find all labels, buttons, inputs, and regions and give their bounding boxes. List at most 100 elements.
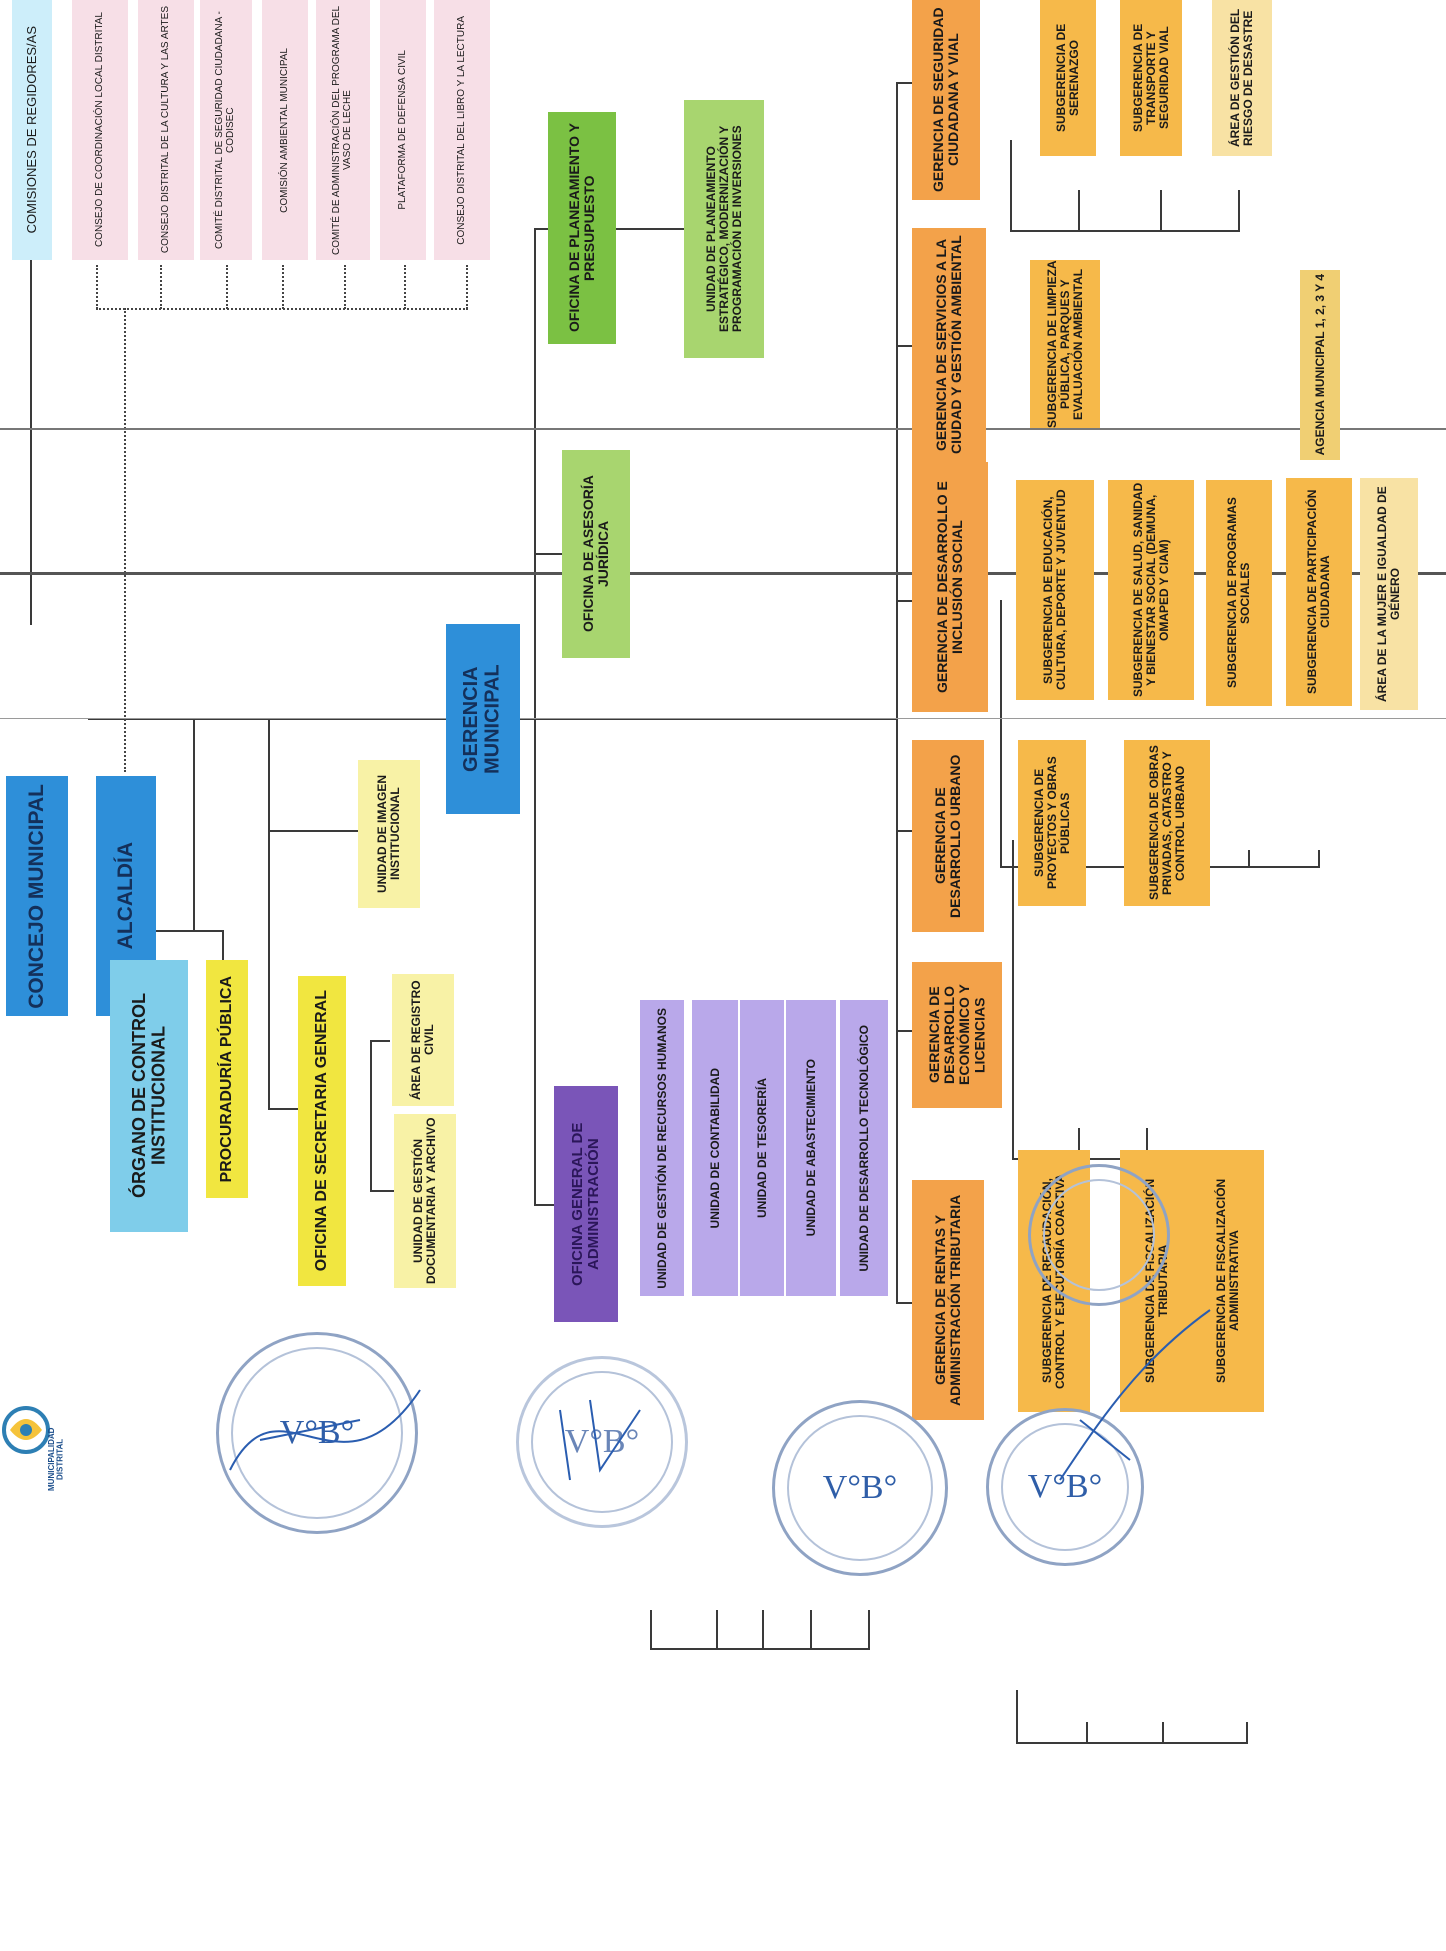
council-label: CONSEJO DISTRITAL DE LA CULTURA Y LAS AR…: [159, 6, 171, 254]
gerencia-urbano-label: GERENCIA DE DESARROLLO URBANO: [931, 754, 963, 918]
admin-unit-box: UNIDAD DE DESARROLLO TECNOLÓGICO: [840, 1000, 888, 1296]
seal-stamp: V°B°: [772, 1400, 948, 1576]
council-label: COMITÉ DE ADMINISTRACIÓN DEL PROGRAMA DE…: [331, 5, 353, 255]
connector-line: [896, 830, 912, 832]
asesoria-juridica-label: OFICINA DE ASESORÍA JURÍDICA: [579, 475, 611, 633]
connector-line: [1248, 850, 1250, 868]
sub-proyectos-label: SUBGERENCIA DE PROYECTOS Y OBRAS PÚBLICA…: [1031, 756, 1072, 890]
dotted-connector: [96, 308, 468, 310]
logo-icon: [2, 1406, 50, 1454]
signature-icon: [559, 1399, 641, 1481]
connector-line: [896, 1030, 912, 1032]
scan-line: [0, 572, 1446, 575]
admin-unit-label: UNIDAD DE CONTABILIDAD: [707, 1067, 722, 1229]
area-riesgo-label: ÁREA DE GESTIÓN DEL RIESGO DE DESASTRE: [1228, 8, 1255, 148]
connector-line: [762, 1610, 764, 1650]
sub-obras-privadas-label: SUBGERENCIA DE OBRAS PRIVADAS, CATASTRO …: [1146, 745, 1187, 901]
council-box: CONSEJO DISTRITAL DEL LIBRO Y LA LECTURA: [434, 0, 490, 260]
connector-line: [1086, 1722, 1088, 1744]
seal-stamp: V°B°: [986, 1408, 1144, 1566]
connector-line: [716, 1610, 718, 1650]
procuraduria-label: PROCURADURÍA PÚBLICA: [218, 975, 236, 1183]
council-box: COMITÉ DE ADMINISTRACIÓN DEL PROGRAMA DE…: [316, 0, 370, 260]
organo-control-box: ÓRGANO DE CONTROL INSTITUCIONAL: [110, 960, 188, 1232]
connector-line: [1246, 1722, 1248, 1744]
scan-line: [0, 718, 1446, 719]
imagen-institucional-box: UNIDAD DE IMAGEN INSTITUCIONAL: [358, 760, 420, 908]
sub-transporte-label: SUBGERENCIA DE TRANSPORTE Y SEGURIDAD VI…: [1130, 23, 1171, 133]
agencia-municipal-box: AGENCIA MUNICIPAL 1, 2, 3 Y 4: [1300, 270, 1340, 460]
council-label: PLATAFORMA DE DEFENSA CIVIL: [396, 50, 408, 210]
seal-ring: [1043, 1179, 1155, 1291]
council-label: COMITÉ DISTRITAL DE SEGURIDAD CIUDADANA …: [214, 11, 236, 249]
connector-line: [1160, 190, 1162, 232]
connector-line: [150, 930, 224, 932]
connector-line: [370, 1190, 394, 1192]
area-mujer-box: ÁREA DE LA MUJER E IGUALDAD DE GÉNERO: [1360, 478, 1418, 710]
sub-limpieza-label: SUBGERENCIA DE LIMPIEZA PÚBLICA, PARQUES…: [1044, 260, 1085, 428]
municipal-logo: MUNICIPALIDAD DISTRITAL: [0, 1400, 65, 1510]
logo-label: MUNICIPALIDAD DISTRITAL: [47, 1427, 65, 1491]
area-riesgo-box: ÁREA DE GESTIÓN DEL RIESGO DE DESASTRE: [1212, 0, 1272, 156]
council-box: CONSEJO DISTRITAL DE LA CULTURA Y LAS AR…: [138, 0, 194, 260]
connector-line: [222, 930, 224, 960]
secretaria-general-label: OFICINA DE SECRETARIA GENERAL: [313, 990, 331, 1272]
dotted-connector: [466, 265, 468, 309]
gerencia-urbano-box: GERENCIA DE DESARROLLO URBANO: [912, 740, 984, 932]
sub-serenazgo-label: SUBGERENCIA DE SERENAZGO: [1054, 23, 1081, 133]
gerencia-seguridad-box: GERENCIA DE SEGURIDAD CIUDADANA Y VIAL: [912, 0, 980, 200]
sub-obras-privadas-box: SUBGERENCIA DE OBRAS PRIVADAS, CATASTRO …: [1124, 740, 1210, 906]
connector-line: [1010, 230, 1240, 232]
alcaldia-label: ALCALDÍA: [113, 842, 137, 950]
organo-control-label: ÓRGANO DE CONTROL INSTITUCIONAL: [128, 993, 168, 1199]
council-box: COMISIÓN AMBIENTAL MUNICIPAL: [262, 0, 308, 260]
admin-unit-box: UNIDAD DE ABASTECIMIENTO: [786, 1000, 836, 1296]
gestion-documentaria-label: UNIDAD DE GESTIÓN DOCUMENTARIA Y ARCHIVO: [411, 1117, 438, 1285]
gerencia-servicios-label: GERENCIA DE SERVICIOS A LA CIUDAD Y GEST…: [932, 235, 964, 455]
signature-icon: [229, 1389, 421, 1471]
gerencia-economico-label: GERENCIA DE DESARROLLO ECONÓMICO Y LICEN…: [925, 984, 988, 1086]
dotted-connector: [96, 265, 98, 309]
connector-line: [370, 1040, 372, 1190]
connector-line: [1078, 190, 1080, 232]
connector-line: [534, 553, 562, 555]
connector-line: [30, 207, 32, 625]
connector-line: [534, 1204, 554, 1206]
connector-line: [1012, 840, 1014, 1160]
council-label: CONSEJO DISTRITAL DEL LIBRO Y LA LECTURA: [455, 15, 467, 245]
connector-line: [268, 718, 270, 1110]
seal-ring: [531, 1371, 673, 1513]
connector-line: [1010, 140, 1012, 230]
gerencia-social-box: GERENCIA DE DESARROLLO E INCLUSIÓN SOCIA…: [912, 462, 988, 712]
admin-unit-label: UNIDAD DE DESARROLLO TECNOLÓGICO: [856, 1024, 871, 1272]
dotted-connector: [160, 265, 162, 309]
connector-line: [1162, 1722, 1164, 1744]
gerencia-rentas-box: GERENCIA DE RENTAS Y ADMINISTRACIÓN TRIB…: [912, 1180, 984, 1420]
area-mujer-label: ÁREA DE LA MUJER E IGUALDAD DE GÉNERO: [1375, 486, 1402, 702]
gerencia-social-label: GERENCIA DE DESARROLLO E INCLUSIÓN SOCIA…: [933, 481, 965, 693]
registro-civil-box: ÁREA DE REGISTRO CIVIL: [392, 974, 454, 1106]
connector-line: [1000, 600, 1002, 868]
admin-unit-box: UNIDAD DE CONTABILIDAD: [692, 1000, 738, 1296]
seal-ring: [787, 1415, 933, 1561]
connector-line: [193, 718, 195, 930]
connector-line: [1146, 1128, 1148, 1160]
gerencia-municipal-label: GERENCIA MUNICIPAL: [460, 664, 504, 774]
connector-line: [1016, 1690, 1018, 1744]
connector-line: [370, 1040, 390, 1042]
sub-educacion-box: SUBGERENCIA DE EDUCACIÓN, CULTURA, DEPOR…: [1016, 480, 1094, 700]
dotted-connector: [404, 265, 406, 309]
imagen-institucional-label: UNIDAD DE IMAGEN INSTITUCIONAL: [375, 775, 402, 894]
signature-icon: [1059, 1309, 1211, 1481]
gerencia-servicios-box: GERENCIA DE SERVICIOS A LA CIUDAD Y GEST…: [912, 228, 986, 462]
comisiones-label: COMISIONES DE REGIDORES/AS: [23, 26, 39, 234]
concejo-label: CONCEJO MUNICIPAL: [24, 783, 48, 1009]
dotted-connector: [124, 308, 126, 772]
seal-mark: V°B°: [822, 1469, 898, 1506]
asesoria-juridica-box: OFICINA DE ASESORÍA JURÍDICA: [562, 450, 630, 658]
dotted-connector: [282, 265, 284, 309]
sub-participacion-box: SUBGERENCIA DE PARTICIPACIÓN CIUDADANA: [1286, 478, 1352, 706]
administracion-label: OFICINA GENERAL DE ADMINISTRACIÓN: [568, 1122, 602, 1286]
sub-fiscalizacion-administrativa-box: SUBGERENCIA DE FISCALIZACIÓN ADMINISTRAT…: [1192, 1150, 1264, 1412]
connector-line: [1318, 850, 1320, 868]
